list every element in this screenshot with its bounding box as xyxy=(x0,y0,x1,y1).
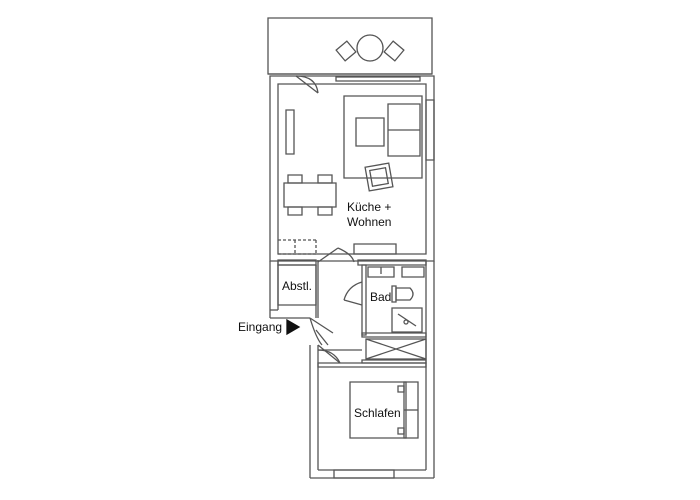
toilet xyxy=(396,288,413,300)
bedroom-door xyxy=(318,345,340,363)
entrance-label: Eingang xyxy=(238,320,283,334)
living-window xyxy=(426,100,434,160)
room-label-bedroom: Schlafen xyxy=(354,406,401,420)
wardrobe xyxy=(366,339,426,359)
armchair xyxy=(365,163,393,191)
hall-door xyxy=(318,248,354,262)
room-label-storage: Abstl. xyxy=(282,279,313,293)
balcony-table xyxy=(357,35,383,61)
interior-walls xyxy=(278,260,426,367)
bath-fixtures xyxy=(368,267,424,332)
bed xyxy=(350,382,418,438)
shower xyxy=(392,308,422,332)
entrance-door xyxy=(310,318,333,345)
kitchen-cabinets xyxy=(278,240,316,254)
room-label-bath: Bad xyxy=(370,290,392,304)
sofa xyxy=(344,96,422,178)
storage-room xyxy=(278,265,316,305)
dining-table xyxy=(284,175,336,215)
balcony-chair-left xyxy=(336,41,356,61)
sideboard xyxy=(354,244,396,254)
balcony-chair-right xyxy=(384,41,404,61)
room-label-kitchen-living-1: Küche + xyxy=(347,200,392,214)
room-label-kitchen-living-2: Wohnen xyxy=(347,215,392,229)
bedroom-window xyxy=(334,470,394,478)
coffee-table xyxy=(356,118,384,146)
balcony xyxy=(268,18,432,74)
entrance-arrow-icon xyxy=(287,320,299,334)
bath-door xyxy=(344,282,362,305)
kitchen-counter xyxy=(286,110,294,154)
